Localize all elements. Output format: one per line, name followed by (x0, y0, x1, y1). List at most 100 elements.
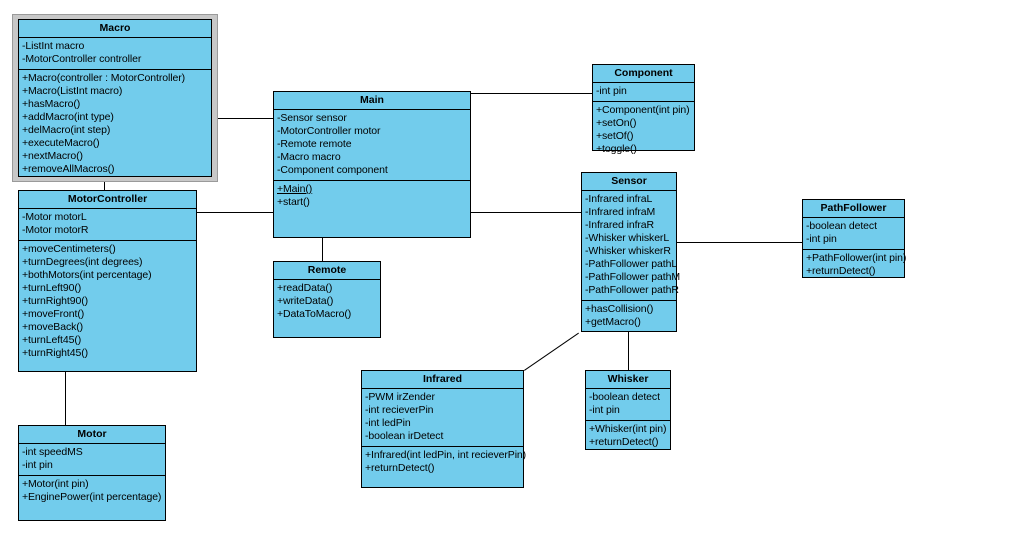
operation-row: +PathFollower(int pin) (806, 252, 907, 264)
class-title-motorcontroller: MotorController (19, 191, 196, 209)
attributes-compartment-infrared: -PWM irZender -int recieverPin -int ledP… (362, 389, 523, 447)
operation-row: +moveBack() (22, 321, 84, 333)
operation-row: +removeAllMacros() (22, 163, 115, 175)
operations-compartment-remote: +readData() +writeData() +DataToMacro() (274, 280, 380, 337)
attribute-row: -PathFollower pathL (585, 258, 678, 270)
attributes-compartment-component: -int pin (593, 83, 694, 102)
operations-compartment-pathfollower: +PathFollower(int pin) +returnDetect() (803, 250, 907, 281)
operation-row: +hasCollision() (585, 303, 654, 315)
class-box-main[interactable]: Main -Sensor sensor -MotorController mot… (273, 91, 471, 238)
operation-row: +executeMacro() (22, 137, 100, 149)
attribute-row: -int pin (596, 85, 627, 97)
operations-compartment-component: +Component(int pin) +setOn() +setOf() +t… (593, 102, 694, 159)
operation-row: +Component(int pin) (596, 104, 690, 116)
operation-row: +start() (277, 196, 310, 208)
operations-compartment-macro: +Macro(controller : MotorController) +Ma… (19, 70, 211, 179)
association-main-remote[interactable] (322, 238, 323, 261)
operation-row: +moveFront() (22, 308, 85, 320)
attribute-row: -int recieverPin (365, 404, 434, 416)
operation-row: +delMacro(int step) (22, 124, 111, 136)
class-title-macro: Macro (19, 20, 211, 38)
class-title-sensor: Sensor (582, 173, 676, 191)
operation-row: +turnRight45() (22, 347, 89, 359)
association-motorcontroller-motor[interactable] (65, 372, 66, 425)
association-sensor-pathfollower[interactable] (677, 242, 802, 243)
attribute-row: -Infrared infraM (585, 206, 656, 218)
class-title-main: Main (274, 92, 470, 110)
operation-row-static: +Main() (277, 183, 313, 195)
attribute-row: -MotorController controller (22, 53, 142, 65)
attributes-compartment-whisker: -boolean detect -int pin (586, 389, 670, 421)
attribute-row: -Sensor sensor (277, 112, 347, 124)
class-box-sensor[interactable]: Sensor -Infrared infraL -Infrared infraM… (581, 172, 680, 332)
class-box-infrared[interactable]: Infrared -PWM irZender -int recieverPin … (361, 370, 527, 488)
operation-row: +Motor(int pin) (22, 478, 89, 490)
operation-row: +turnLeft90() (22, 282, 82, 294)
class-box-motorcontroller[interactable]: MotorController -Motor motorL -Motor mot… (18, 190, 197, 372)
association-sensor-whisker[interactable] (628, 332, 629, 370)
association-sensor-infrared[interactable] (524, 332, 580, 371)
operations-compartment-motor: +Motor(int pin) +EnginePower(int percent… (19, 476, 165, 520)
operations-compartment-main: +Main() +start() (274, 181, 470, 237)
attribute-row: -int ledPin (365, 417, 411, 429)
association-motorcontroller-main[interactable] (197, 212, 274, 213)
attribute-row: -Whisker whiskerR (585, 245, 671, 257)
operation-row: +setOn() (596, 117, 637, 129)
operation-row: +toggle() (596, 143, 637, 155)
operation-row: +setOf() (596, 130, 634, 142)
class-box-remote[interactable]: Remote +readData() +writeData() +DataToM… (273, 261, 381, 338)
class-title-motor: Motor (19, 426, 165, 444)
attributes-compartment-motorcontroller: -Motor motorL -Motor motorR (19, 209, 196, 241)
attribute-row: -int pin (806, 233, 837, 245)
operation-row: +readData() (277, 282, 333, 294)
association-macro-motorcontroller[interactable] (104, 181, 105, 190)
class-title-component: Component (593, 65, 694, 83)
class-box-component[interactable]: Component -int pin +Component(int pin) +… (592, 64, 695, 155)
operation-row: +returnDetect() (806, 265, 876, 277)
operation-row: +Whisker(int pin) (589, 423, 667, 435)
attributes-compartment-macro: -ListInt macro -MotorController controll… (19, 38, 211, 70)
operation-row: +Infrared(int ledPin, int recieverPin) (365, 449, 527, 461)
attributes-compartment-sensor: -Infrared infraL -Infrared infraM -Infra… (582, 191, 680, 301)
class-title-infrared: Infrared (362, 371, 523, 389)
operation-row: +turnRight90() (22, 295, 89, 307)
operation-row: +addMacro(int type) (22, 111, 114, 123)
attribute-row: -int speedMS (22, 446, 83, 458)
attribute-row: -Motor motorL (22, 211, 87, 223)
attributes-compartment-main: -Sensor sensor -MotorController motor -R… (274, 110, 470, 181)
operations-compartment-sensor: +hasCollision() +getMacro() (582, 301, 676, 332)
attribute-row: -ListInt macro (22, 40, 85, 52)
class-box-macro[interactable]: Macro -ListInt macro -MotorController co… (18, 19, 212, 177)
operation-row: +Macro(controller : MotorController) (22, 72, 185, 84)
attribute-row: -Whisker whiskerL (585, 232, 670, 244)
attributes-compartment-motor: -int speedMS -int pin (19, 444, 165, 476)
operations-compartment-motorcontroller: +moveCentimeters() +turnDegrees(int degr… (19, 241, 196, 371)
attribute-row: -Component component (277, 164, 388, 176)
attribute-row: -boolean detect (806, 220, 877, 232)
attribute-row: -int pin (22, 459, 53, 471)
class-title-whisker: Whisker (586, 371, 670, 389)
operation-row: +bothMotors(int percentage) (22, 269, 152, 281)
attribute-row: -PWM irZender (365, 391, 435, 403)
operation-row: +hasMacro() (22, 98, 81, 110)
operation-row: +writeData() (277, 295, 334, 307)
association-main-component[interactable] (471, 93, 592, 94)
attribute-row: -boolean detect (589, 391, 660, 403)
class-box-motor[interactable]: Motor -int speedMS -int pin +Motor(int p… (18, 425, 166, 521)
attribute-row: -int pin (589, 404, 620, 416)
association-main-sensor[interactable] (471, 212, 582, 213)
attribute-row: -Remote remote (277, 138, 352, 150)
class-title-remote: Remote (274, 262, 380, 280)
operation-row: +Macro(ListInt macro) (22, 85, 123, 97)
class-box-pathfollower[interactable]: PathFollower -boolean detect -int pin +P… (802, 199, 907, 281)
operation-row: +returnDetect() (365, 462, 435, 474)
attribute-row: -Infrared infraR (585, 219, 655, 231)
class-box-whisker[interactable]: Whisker -boolean detect -int pin +Whiske… (585, 370, 671, 450)
attribute-row: -PathFollower pathR (585, 284, 679, 296)
association-macro-main[interactable] (196, 118, 274, 119)
operation-row: +DataToMacro() (277, 308, 352, 320)
class-title-pathfollower: PathFollower (803, 200, 904, 218)
attribute-row: -Motor motorR (22, 224, 89, 236)
operation-row: +turnDegrees(int degrees) (22, 256, 143, 268)
